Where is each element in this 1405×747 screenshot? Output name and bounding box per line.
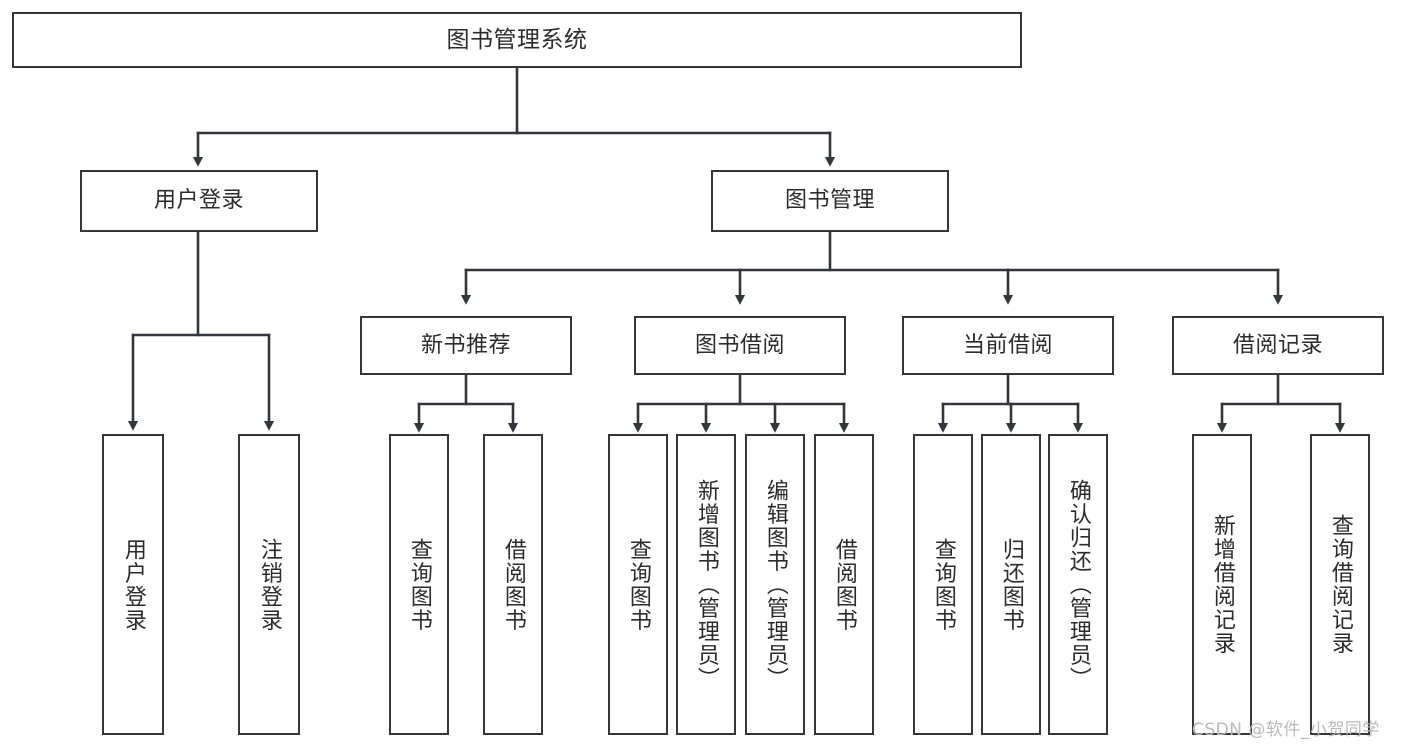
leaf-edit-book[interactable]: 编辑图书（管理员） [745,434,805,735]
node-current-borrow[interactable]: 当前借阅 [902,316,1114,375]
leaf-query-book-3[interactable]: 查询图书 [913,434,973,735]
leaf-query-record-label: 查询借阅记录 [1327,514,1353,655]
node-book-borrow[interactable]: 图书借阅 [634,316,846,375]
leaf-query-book-2[interactable]: 查询图书 [608,434,668,735]
node-borrow-record[interactable]: 借阅记录 [1172,316,1384,375]
leaf-query-book-3-label: 查询图书 [930,537,956,632]
leaf-confirm-return-label: 确认归还（管理员） [1065,478,1091,691]
leaf-logout-login-label: 注销登录 [256,537,282,632]
leaf-user-login-label: 用户登录 [120,537,146,632]
node-new-book-recommend[interactable]: 新书推荐 [360,316,572,375]
node-user-login-label: 用户登录 [153,188,244,214]
leaf-query-book-1-label: 查询图书 [406,537,432,632]
leaf-return-book-label: 归还图书 [998,537,1024,632]
leaf-borrow-book-1[interactable]: 借阅图书 [483,434,543,735]
csdn-watermark: CSDN @软件_小贺同学 [1192,720,1380,740]
node-book-borrow-label: 图书借阅 [694,332,785,358]
leaf-logout-login[interactable]: 注销登录 [238,434,300,735]
leaf-add-record[interactable]: 新增借阅记录 [1192,434,1252,735]
leaf-edit-book-label: 编辑图书（管理员） [762,478,788,691]
node-user-login[interactable]: 用户登录 [80,170,318,232]
node-book-manage[interactable]: 图书管理 [711,170,949,232]
leaf-query-book-2-label: 查询图书 [625,537,651,632]
node-current-borrow-label: 当前借阅 [962,332,1053,358]
leaf-borrow-book-1-label: 借阅图书 [500,537,526,632]
node-book-manage-label: 图书管理 [784,188,875,214]
leaf-query-book-1[interactable]: 查询图书 [389,434,449,735]
leaf-return-book[interactable]: 归还图书 [981,434,1041,735]
leaf-add-record-label: 新增借阅记录 [1209,514,1235,655]
leaf-query-record[interactable]: 查询借阅记录 [1310,434,1370,735]
leaf-borrow-book-2-label: 借阅图书 [831,537,857,632]
leaf-user-login[interactable]: 用户登录 [102,434,164,735]
leaf-add-book[interactable]: 新增图书（管理员） [676,434,736,735]
leaf-borrow-book-2[interactable]: 借阅图书 [814,434,874,735]
node-borrow-record-label: 借阅记录 [1232,332,1323,358]
node-root[interactable]: 图书管理系统 [12,12,1022,68]
node-new-book-recommend-label: 新书推荐 [420,332,511,358]
node-root-label: 图书管理系统 [446,26,588,53]
leaf-add-book-label: 新增图书（管理员） [693,478,719,691]
leaf-confirm-return[interactable]: 确认归还（管理员） [1048,434,1108,735]
